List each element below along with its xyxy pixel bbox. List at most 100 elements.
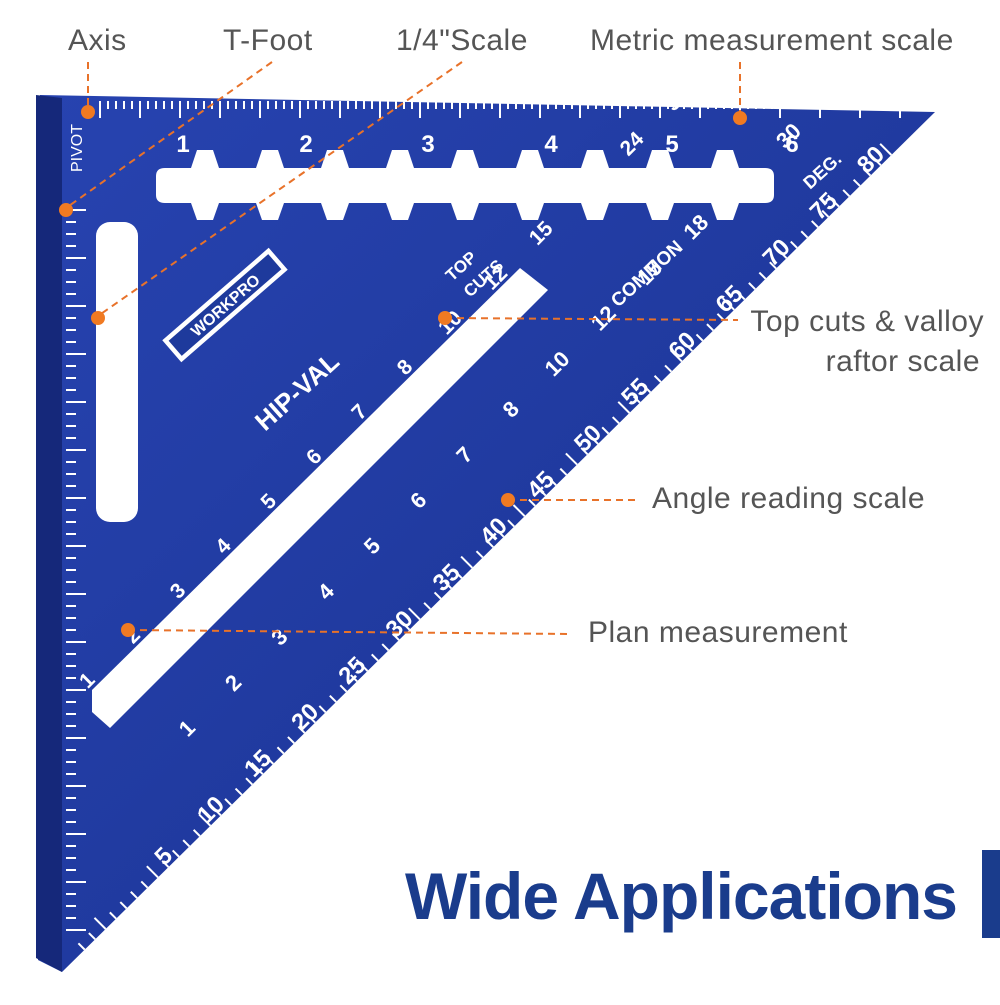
ruler-tick (748, 282, 756, 290)
ruler-tick (245, 777, 254, 786)
ruler-tick (297, 725, 306, 734)
ruler-tick (381, 643, 390, 652)
plan-measurement-leader (127, 629, 571, 635)
ruler-tick (266, 756, 274, 765)
ruler-tick (538, 488, 547, 497)
square-body (38, 95, 935, 972)
ruler-tick (512, 504, 526, 517)
headline: Wide Applications (405, 859, 958, 933)
vertical-slot (96, 222, 138, 522)
ruler-tick (109, 911, 117, 920)
top-cuts-dot (438, 311, 452, 325)
ruler-tick (827, 194, 840, 208)
slot-notch (191, 203, 219, 220)
angle-scale-callout: Angle reading scale (652, 482, 926, 515)
ruler-tick (140, 880, 149, 889)
metric-scale-dot (733, 111, 747, 125)
ruler-tick (611, 416, 620, 425)
ruler-tick (722, 297, 735, 311)
ruler-tick (559, 467, 568, 476)
ruler-tick (213, 808, 222, 817)
angle-scale-dot (501, 493, 515, 507)
slot-notch (321, 203, 349, 220)
ruler-tick (146, 865, 159, 879)
slot-notch (256, 150, 284, 168)
ruler-tick (303, 710, 316, 724)
ruler-tick (790, 240, 798, 249)
ruler-tick (879, 143, 893, 156)
ruler-ticks (66, 101, 901, 951)
ruler-tick (737, 292, 746, 301)
slot-notch (516, 150, 544, 168)
slot-notch (711, 150, 739, 168)
inch-number: 2 (299, 131, 312, 158)
ruler-tick (88, 932, 96, 941)
ruler-tick (591, 436, 599, 445)
slot-notch (646, 203, 674, 220)
callout-dots (59, 105, 747, 637)
ruler-tick (171, 849, 180, 858)
ruler-tick (758, 271, 767, 280)
ruler-tick (653, 375, 662, 383)
slot-notches-bottom (191, 203, 739, 220)
ruler-tick (318, 705, 327, 713)
ruler-tick (643, 385, 652, 394)
inch-number: 4 (544, 131, 558, 158)
ruler-tick (632, 395, 641, 404)
t-foot-fence (36, 95, 62, 972)
ruler-tick (93, 917, 107, 930)
ruler-tick (669, 349, 683, 363)
ruler-tick (774, 246, 788, 259)
t-foot-leader (65, 61, 273, 209)
ruler-tick (475, 550, 484, 559)
slot-notch (386, 150, 414, 168)
ruler-tick (224, 798, 233, 806)
inch-number: 1 (176, 131, 189, 158)
top-cuts-callout-line2: raftor scale (825, 345, 980, 378)
ruler-tick (423, 602, 432, 610)
ruler-tick (192, 829, 201, 837)
ruler-tick (339, 684, 348, 693)
ruler-tick (873, 158, 882, 167)
accent-bar (982, 850, 1000, 938)
ruler-tick (664, 364, 673, 373)
inch-number: 5 (665, 131, 678, 158)
ruler-tick (161, 860, 170, 868)
ruler-tick (329, 694, 337, 703)
t-foot-callout: T-Foot (223, 24, 313, 57)
ruler-tick (842, 189, 851, 197)
ruler-tick (486, 540, 494, 548)
horizontal-notched-slot (156, 168, 774, 203)
callout-lines (65, 61, 741, 635)
ruler-tick (706, 323, 714, 332)
slot-notch (581, 150, 609, 168)
ruler-tick (402, 622, 411, 631)
slot-notch (451, 150, 479, 168)
ruler-tick (852, 178, 861, 187)
plan-measurement-dot (121, 623, 135, 637)
ruler-tick (444, 581, 453, 590)
quarter-scale-callout: 1/4"Scale (396, 24, 528, 57)
ruler-tick (433, 591, 442, 600)
axis-callout: Axis (68, 24, 127, 57)
inch-number: 6 (785, 131, 798, 158)
slot-notch (711, 203, 739, 220)
ruler-tick (408, 607, 421, 621)
ruler-tick (77, 942, 86, 951)
quarter-scale-dot (91, 311, 105, 325)
ruler-tick (460, 555, 474, 569)
ruler-tick (769, 261, 777, 270)
slot-notch (646, 150, 674, 168)
ruler-tick (617, 401, 631, 414)
ruler-tick (528, 498, 536, 507)
ruler-tick (695, 333, 704, 342)
t-foot-dot (59, 203, 73, 217)
slot-notches-top (191, 150, 739, 168)
ruler-tick (287, 736, 295, 744)
ruler-tick (276, 746, 285, 755)
ruler-tick (250, 762, 264, 775)
ruler-tick (391, 633, 400, 641)
ruler-tick (863, 168, 872, 177)
